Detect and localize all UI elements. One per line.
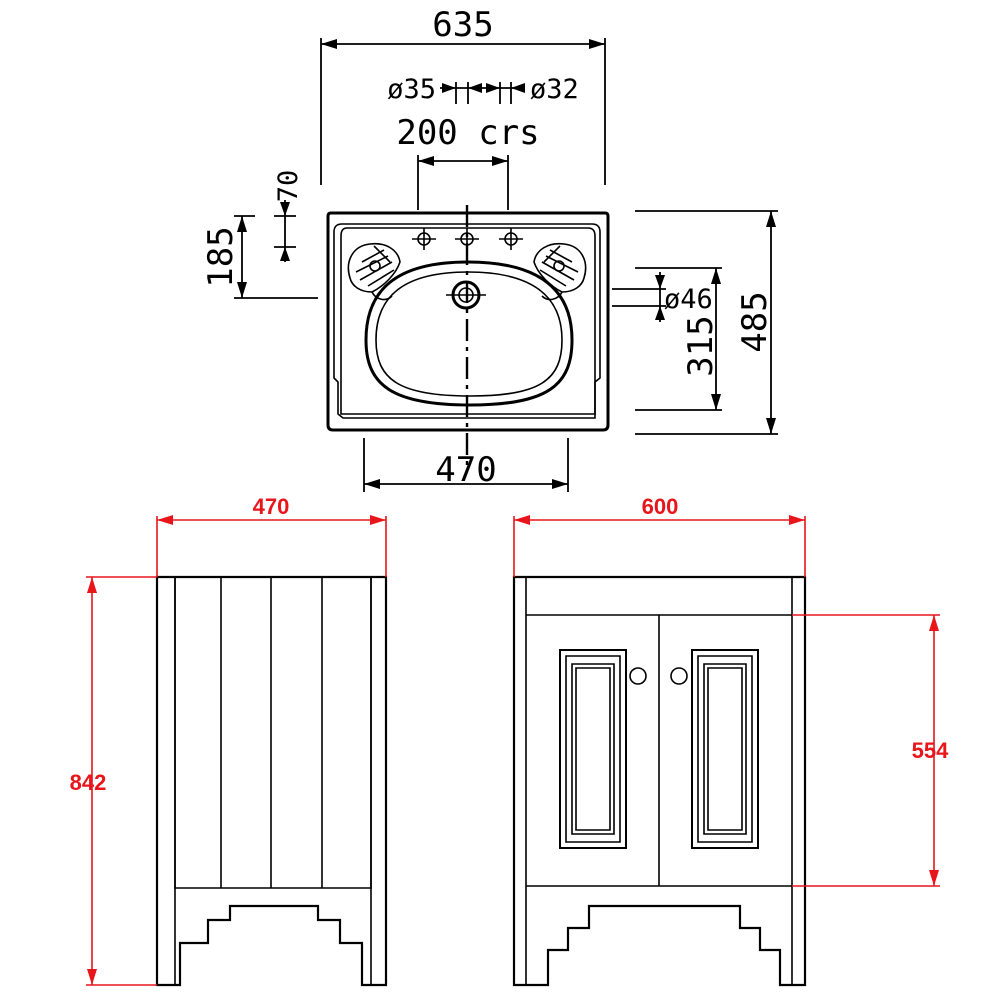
basin-outer-rim — [326, 211, 610, 432]
shell-ornament-right — [533, 242, 587, 301]
dim-tap-setback-label: 70 — [273, 170, 304, 203]
left-door-knob — [629, 667, 647, 685]
basin-deck-inner-line — [340, 227, 596, 415]
dim-overall-width-label: 635 — [432, 5, 493, 45]
dim-bowl-width: 470 — [363, 438, 569, 492]
dim-tap-setback: 70 — [273, 170, 304, 262]
dim-front-width: 600 — [513, 494, 806, 577]
dim-waste-to-front-label: 315 — [681, 315, 721, 376]
dim-front-to-taps-label: 185 — [201, 226, 241, 287]
right-door-knob — [670, 667, 688, 685]
dim-overall-depth: 485 — [635, 210, 778, 435]
basin-bowl — [364, 260, 574, 407]
dim-overall-depth-label: 485 — [735, 291, 775, 352]
dim-side-height: 842 — [70, 576, 157, 986]
dim-side-width: 470 — [156, 494, 387, 577]
dim-tap-centres: 200 crs — [396, 113, 540, 210]
left-door — [559, 649, 627, 849]
dim-tap-diameters: ø35 ø32 — [387, 74, 579, 105]
tap-hole-right — [499, 228, 523, 250]
basin-plan-view: 635 ø35 ø32 200 crs — [201, 5, 778, 492]
basin-inner-deck — [333, 223, 601, 419]
dim-door-height: 554 — [792, 614, 949, 887]
tap-hole-left — [412, 228, 436, 250]
side-panel-boards — [174, 577, 372, 889]
dim-side-width-label: 470 — [253, 494, 290, 519]
dim-door-height-label: 554 — [912, 738, 949, 763]
dim-overall-width: 635 — [320, 5, 606, 185]
basin-bowl-inner — [375, 271, 563, 397]
dim-tap-centres-label: 200 crs — [396, 113, 539, 153]
dim-waste-to-front: 315 — [635, 267, 722, 411]
dim-tap-right-diameter-label: ø32 — [530, 74, 579, 105]
dim-side-height-label: 842 — [70, 770, 107, 795]
front-elevation-view: 600 554 — [512, 494, 949, 987]
shell-ornament-left — [347, 242, 401, 301]
dim-front-width-label: 600 — [642, 494, 679, 519]
dim-bowl-width-label: 470 — [435, 450, 496, 490]
right-door — [691, 649, 759, 849]
dim-front-to-taps: 185 — [201, 215, 318, 299]
dim-tap-left-diameter-label: ø35 — [387, 74, 436, 105]
dim-waste-diameter-label: ø46 — [664, 284, 713, 315]
dim-waste-diameter: ø46 — [612, 272, 713, 322]
side-elevation-view: 470 842 — [70, 494, 388, 987]
